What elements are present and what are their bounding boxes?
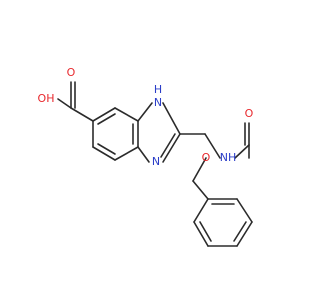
bond-cooh-c-ring [70, 107, 94, 122]
chemical-structure-diagram: OH O H N N NH O O [38, 66, 254, 247]
bond-im-2 [162, 102, 181, 135]
atom-label-n-bottom: N [152, 155, 160, 168]
bond-cooh-c-o-single [57, 98, 72, 109]
atom-label-o-carbonyl: O [245, 107, 254, 120]
atom-label-nh-side: NH [220, 151, 237, 164]
bond-o-ch2 [192, 157, 207, 182]
bond-ph-3 [236, 221, 253, 247]
bond-im-4 [137, 146, 150, 163]
atom-label-o-ester: O [202, 151, 211, 164]
bond-ph-6 [193, 198, 209, 223]
atom-label-nh-top-n: N [154, 96, 162, 109]
bond-ch2-nh [204, 133, 221, 159]
bond-bz-inner-3 [97, 143, 116, 155]
bond-ch2-ph [192, 180, 209, 200]
bond-bz-1 [92, 107, 116, 122]
bond-bz-inner-1 [97, 113, 116, 125]
atom-label-oh: OH [38, 92, 55, 105]
bond-bz-5 [92, 146, 116, 161]
bond-bz-2 [114, 107, 139, 122]
bond-nh-c [234, 144, 250, 159]
bond-im-3-inner [160, 133, 176, 158]
bond-ph-inner-2 [233, 221, 247, 242]
atom-label-nh-top-h: H [154, 83, 162, 96]
bond-ph-2 [236, 198, 253, 223]
bond-bz-4 [114, 146, 139, 161]
atom-label-o-acid: O [67, 66, 76, 79]
bond-ph-5 [193, 221, 209, 247]
bond-ph-inner-3 [199, 221, 212, 242]
bond-im-1 [137, 102, 153, 122]
bond-im-3 [162, 133, 181, 163]
